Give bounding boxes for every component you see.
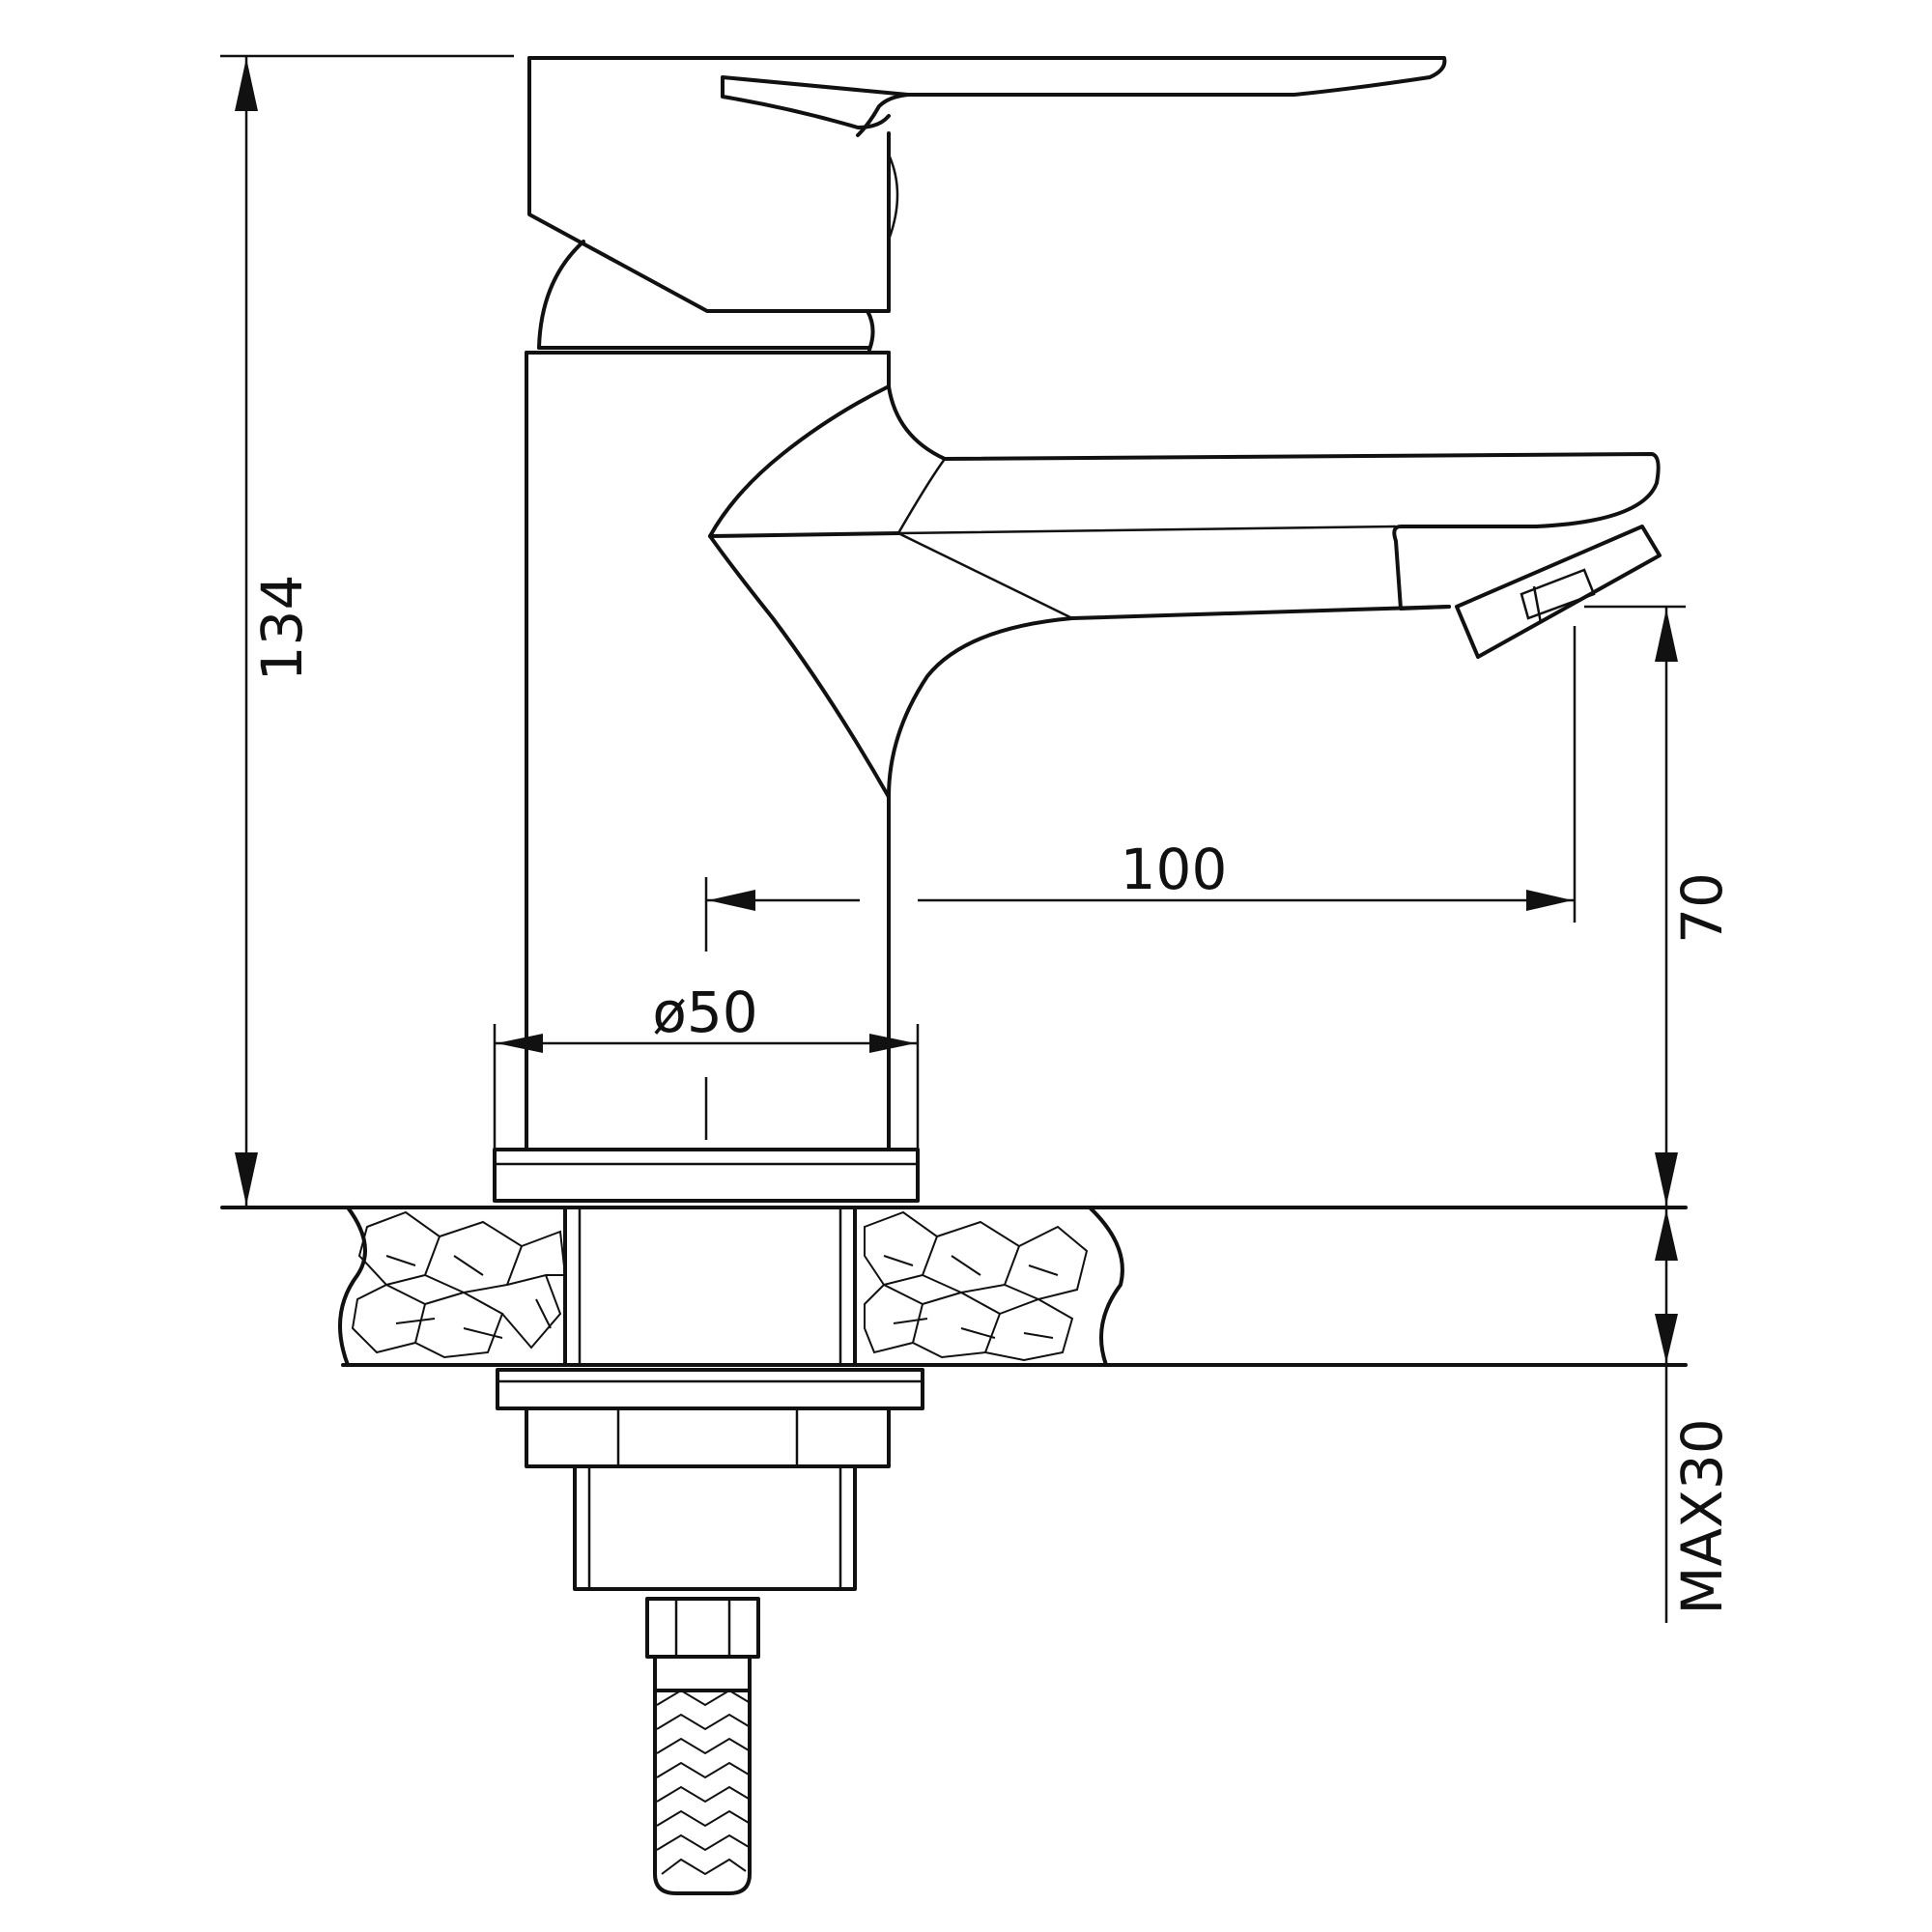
aerator-split [1532,585,1543,624]
dimension-spout-height: 70 [1584,605,1735,1208]
arrow-up-icon [1655,609,1678,662]
spout-upper [943,452,1661,611]
arrow-right-icon [1526,890,1573,911]
handle-block [527,56,891,313]
arrow-down-icon [1655,1314,1678,1363]
hose-ferrule [653,1655,752,1692]
arrow-down-icon [1655,1152,1678,1206]
spout-ridge [708,531,900,538]
handle-block-edge [887,154,899,241]
dimension-base-diameter: ø50 [493,980,920,1150]
dimension-overall-height: 134 [220,54,514,1208]
counter-left-break [338,1206,367,1367]
countertop-section [220,1206,1688,1367]
spout-inner-lines [896,458,1397,620]
faucet-outline [525,56,1662,1151]
arrow-down-icon [235,1152,258,1206]
mounting-shank [563,1206,857,1367]
label-overall-height: 134 [249,575,315,682]
spout-lower [887,605,1451,799]
base-flange [493,1148,920,1203]
hose-braid-pattern [656,1689,750,1876]
handle-lever [527,56,1447,137]
arrow-up-icon [235,58,258,111]
label-base-diameter: ø50 [652,980,757,1045]
column-right [887,351,947,1151]
handle-lever-underside [721,75,910,129]
arrow-up-icon [1655,1209,1678,1261]
hose-fitting [645,1597,760,1659]
threaded-stem [573,1464,857,1591]
supply-hose [645,1597,760,1895]
counter-right-break [1088,1206,1124,1367]
lock-nut [525,1406,891,1468]
arrow-left-icon [497,1034,543,1053]
base-ring [493,1148,920,1203]
aerator-slot [1520,568,1596,620]
counter-hatch-right [864,1210,1089,1362]
label-spout-height: 70 [1669,872,1735,944]
arrow-left-icon [708,890,755,911]
braided-hose-outline [653,1689,752,1895]
dimension-spout-reach: 100 [704,626,1577,952]
arrow-right-icon [869,1034,916,1053]
counter-hatch-left [351,1210,567,1359]
label-spout-reach: 100 [1121,837,1228,902]
mounting-assembly [496,1206,924,1591]
aerator-body [1455,525,1662,659]
spout-body-front [708,384,891,799]
washer [496,1368,924,1410]
dimension-counter-thickness: MAX30 [1655,1208,1735,1623]
label-counter-thickness: MAX30 [1669,1418,1735,1614]
cartridge-dome [537,240,875,352]
